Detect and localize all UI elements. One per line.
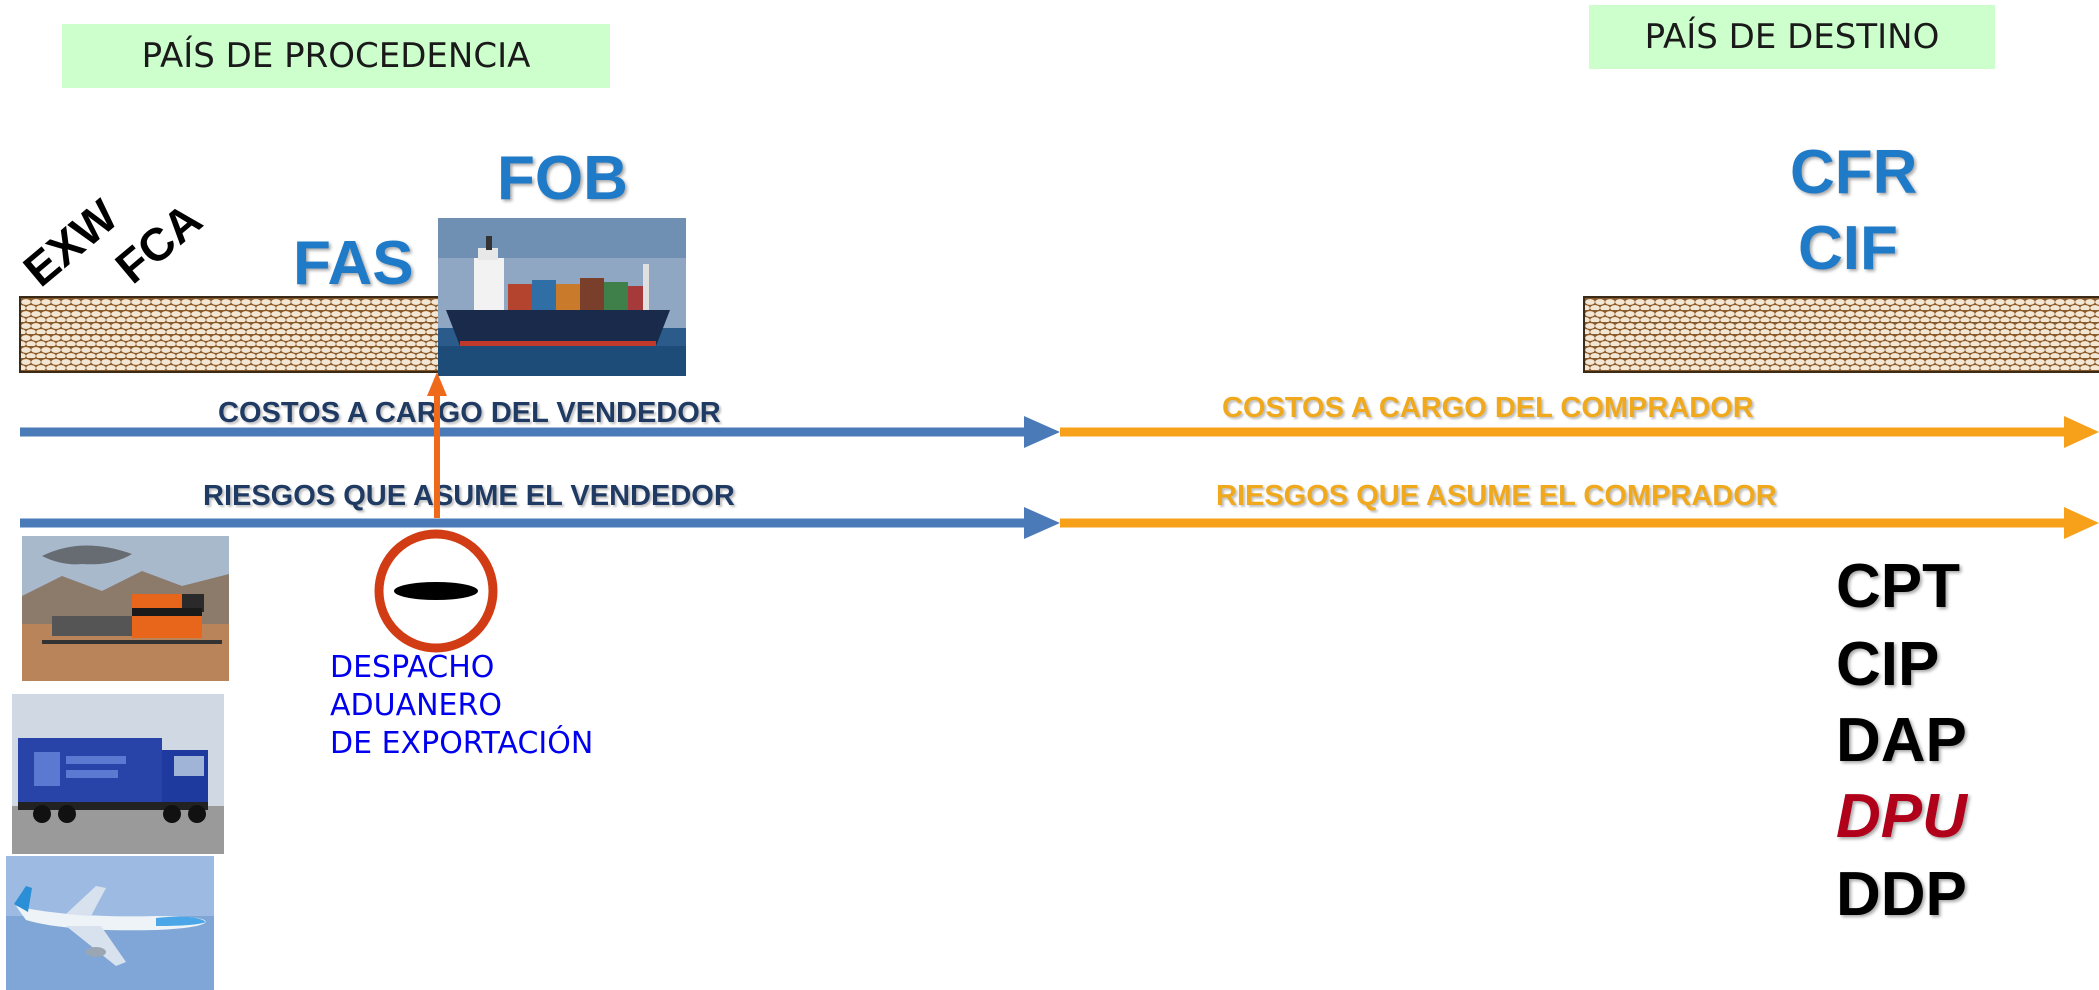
incoterm-dap: DAP <box>1836 706 1967 775</box>
incoterm-dpu: DPU <box>1836 782 1967 851</box>
incoterm-cip: CIP <box>1836 630 1940 699</box>
costs-seller-arrow-head <box>1024 416 1060 448</box>
risks-buyer-arrow-head <box>2064 507 2099 539</box>
customs-line-3: DE EXPORTACIÓN <box>330 726 594 761</box>
incoterm-cif: CIF <box>1798 214 1898 283</box>
customs-line-1: DESPACHO <box>330 650 495 685</box>
costs-buyer-arrow-head <box>2064 416 2099 448</box>
truck-photo <box>12 694 224 854</box>
airplane-photo <box>6 856 214 990</box>
risks-seller-arrow-head <box>1024 507 1060 539</box>
cargo-ship-photo <box>438 218 686 376</box>
incoterm-fas: FAS <box>293 229 414 298</box>
freight-train-photo <box>22 536 229 681</box>
destination-quay-platform <box>1583 296 2099 373</box>
risk-transfer-arrow-head <box>427 372 447 396</box>
risks-buyer-label: RIESGOS QUE ASUME EL COMPRADOR <box>1216 480 1777 512</box>
destination-country-label: PAÍS DE DESTINO <box>1644 17 1940 57</box>
incoterm-ddp: DDP <box>1836 860 1967 929</box>
customs-bar-icon <box>394 582 478 600</box>
origin-country-label: PAÍS DE PROCEDENCIA <box>141 36 531 76</box>
origin-quay-platform <box>19 296 442 373</box>
risks-seller-label: RIESGOS QUE ASUME EL VENDEDOR <box>203 480 735 512</box>
incoterm-cfr: CFR <box>1790 138 1918 207</box>
destination-country-box: PAÍS DE DESTINO <box>1589 5 1995 69</box>
customs-line-2: ADUANERO <box>330 688 502 723</box>
costs-buyer-label: COSTOS A CARGO DEL COMPRADOR <box>1222 392 1754 424</box>
customs-clearance-label: DESPACHO ADUANERO DE EXPORTACIÓN <box>330 649 593 763</box>
incoterm-cpt: CPT <box>1836 552 1960 621</box>
incoterm-fob: FOB <box>497 144 628 213</box>
origin-country-box: PAÍS DE PROCEDENCIA <box>62 24 610 88</box>
costs-seller-label: COSTOS A CARGO DEL VENDEDOR <box>218 397 721 429</box>
